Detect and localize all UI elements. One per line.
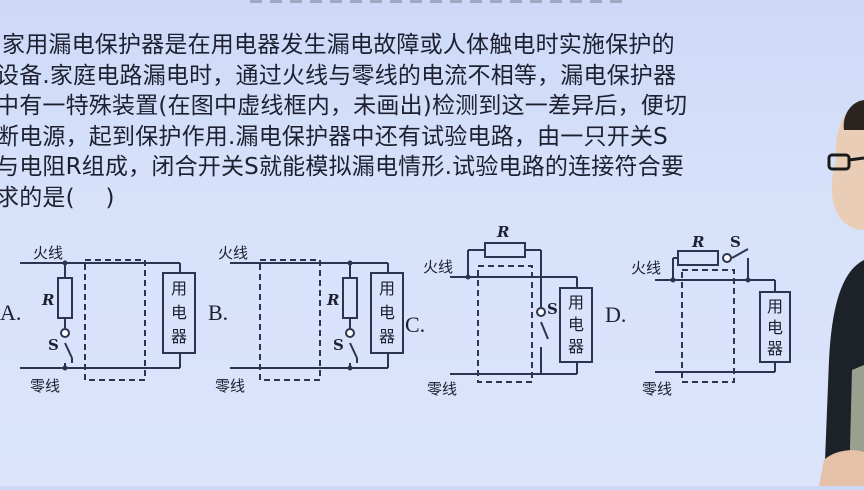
- svg-text:器: 器: [171, 327, 187, 346]
- appliance-box: [559, 287, 593, 363]
- circuit-wires: [20, 262, 181, 369]
- resistor-icon: [342, 277, 358, 319]
- switch-label: S: [48, 336, 59, 354]
- switch-label: S: [333, 336, 344, 354]
- neutral-wire-label: 零线: [427, 380, 457, 398]
- resistor-icon: [57, 277, 73, 319]
- option-a-diagram[interactable]: A. 火线 零线 R S 用 电 器: [0, 238, 200, 402]
- resistor-label: R: [41, 291, 54, 309]
- top-dashed-line: [250, 0, 630, 3]
- live-wire-label: 火线: [631, 259, 661, 277]
- question-line-6: 求的是( ): [0, 184, 115, 211]
- question-line-5: 与电阻R组成，闭合开关S就能模拟漏电情形.试验电路的连接符合要: [0, 154, 685, 180]
- neutral-wire-label: 零线: [642, 380, 672, 398]
- appliance-box: [370, 272, 404, 354]
- option-c-diagram[interactable]: C. 火线 零线 R S 用 电 器: [405, 222, 605, 406]
- teacher-figure: [804, 100, 864, 486]
- resistor-label: R: [496, 223, 509, 241]
- question-line-1: 家用漏电保护器是在用电器发生漏电故障或人体触电时实施保护的: [2, 32, 675, 58]
- svg-text:电: 电: [171, 303, 187, 322]
- svg-text:用: 用: [767, 297, 783, 316]
- option-letter: A.: [0, 300, 21, 325]
- neutral-wire-label: 零线: [30, 377, 60, 395]
- resistor-icon: [484, 242, 526, 258]
- resistor-icon: [677, 250, 719, 266]
- live-wire-label: 火线: [218, 244, 248, 262]
- svg-text:用: 用: [171, 279, 187, 298]
- option-b-diagram[interactable]: B. 火线 零线 R S 用 电 器: [205, 238, 405, 402]
- option-letter: C.: [405, 312, 425, 337]
- switch-icon: [722, 253, 732, 263]
- svg-text:电: 电: [379, 303, 395, 322]
- svg-text:电: 电: [767, 318, 783, 337]
- detector-dashed-box: [84, 259, 146, 381]
- live-wire-label: 火线: [33, 244, 63, 262]
- appliance-box: [759, 291, 791, 363]
- neutral-wire-label: 零线: [215, 377, 245, 395]
- svg-text:器: 器: [568, 337, 584, 356]
- resistor-label: R: [326, 291, 339, 309]
- svg-text:用: 用: [568, 293, 584, 312]
- svg-text:器: 器: [379, 327, 395, 346]
- detector-dashed-box: [259, 259, 321, 381]
- switch-icon: [536, 307, 546, 317]
- switch-label: S: [730, 233, 741, 251]
- option-letter: B.: [208, 300, 228, 325]
- option-letter: D.: [605, 302, 626, 327]
- question-line-2: 设备.家庭电路漏电时，通过火线与零线的电流不相等，漏电保护器: [0, 62, 677, 89]
- glasses-icon: [827, 153, 851, 171]
- svg-text:器: 器: [767, 339, 783, 358]
- question-text: 家用漏电保护器是在用电器发生漏电故障或人体触电时实施保护的 设备.家庭电路漏电时…: [0, 30, 820, 213]
- live-wire-label: 火线: [423, 258, 453, 276]
- resistor-label: R: [691, 233, 704, 251]
- detector-dashed-box: [681, 269, 735, 383]
- switch-icon: [345, 328, 355, 338]
- appliance-box: [162, 272, 196, 354]
- switch-icon: [60, 328, 70, 338]
- switch-label: S: [547, 300, 558, 318]
- svg-text:用: 用: [379, 279, 395, 298]
- question-line-4: 断电源，起到保护作用.漏电保护器中还有试验电路，由一只开关S: [0, 123, 668, 150]
- detector-dashed-box: [477, 265, 533, 383]
- svg-text:电: 电: [568, 315, 584, 334]
- question-line-3: 中有一特殊装置(在图中虚线框内，未画出)检测到这一差异后，便切: [0, 93, 688, 119]
- option-d-diagram[interactable]: D. 火线 零线 R S 用 电 器: [605, 222, 805, 406]
